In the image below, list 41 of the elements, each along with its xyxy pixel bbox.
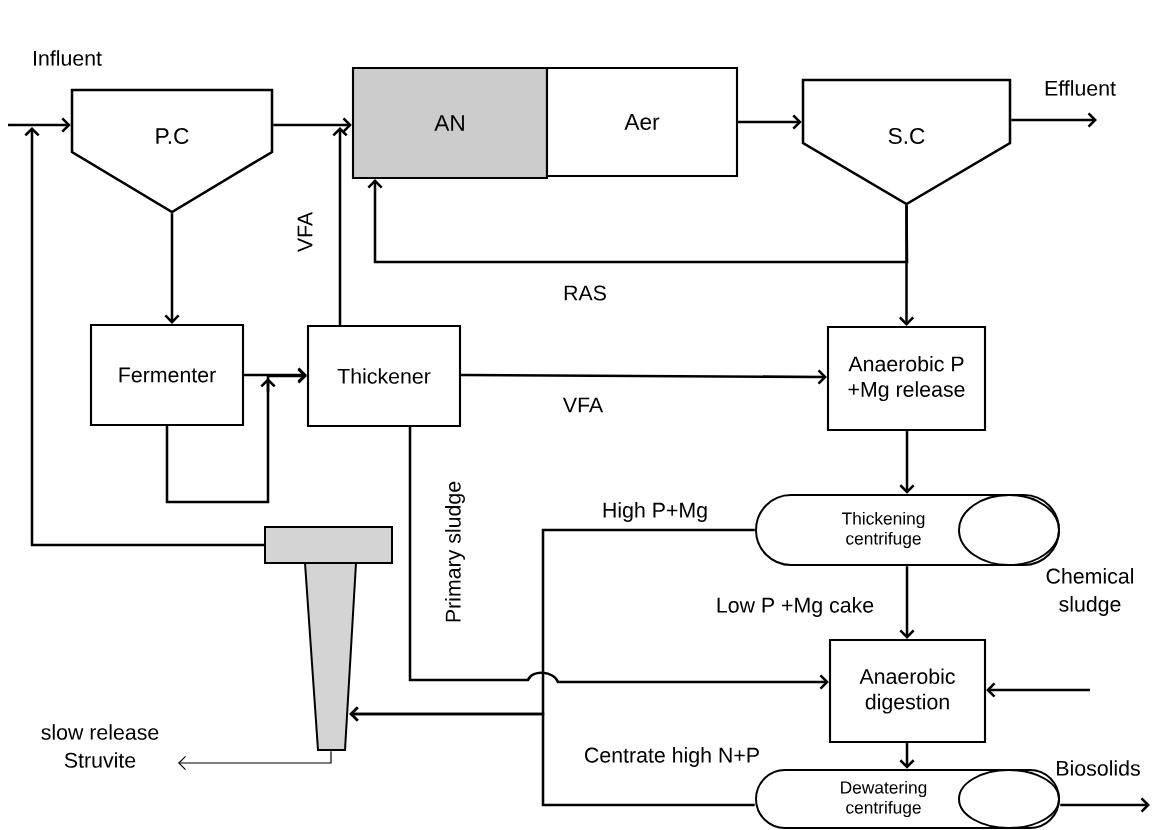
arrow [408,427,829,690]
process-box: Aer [545,66,739,178]
arrow [1060,797,1150,813]
arrow [24,127,264,547]
flow-label: VFA [562,397,604,413]
process-box: Thickener [306,324,462,428]
centrifuge-drawing: Thickening centrifuge [755,494,1060,566]
clarifier-tank: P.C [70,88,274,214]
flow-label: RAS [564,285,606,301]
flow-label: Biosolids [1057,760,1140,776]
arrow [899,566,915,639]
clarifier-tank: S.C [801,78,1012,206]
flow-label: Influent [34,50,102,66]
reactor-box [264,526,393,564]
process-box: Anaerobic P +Mg release [826,325,987,432]
arrow [899,743,915,769]
flow-label: Centrate high N+P [585,747,759,767]
flow-label: Primary sludge [445,481,465,622]
arrow [738,114,802,130]
arrow [332,127,348,325]
flow-label: Chemical sludge [1046,568,1133,616]
arrow [899,431,915,494]
arrow [986,682,1090,698]
arrow [273,117,352,133]
reactor-tank: AN [351,66,549,180]
arrow [244,367,307,383]
process-box: Fermenter [89,323,245,427]
flow-label: VFA [297,211,313,253]
flow-label: Effluent [1045,80,1116,96]
process-box: Anaerobic digestion [828,638,987,744]
flow-label: High P+Mg [603,502,707,522]
flow-label: slow release Struvite [41,724,159,768]
arrow [349,706,755,807]
arrow [178,750,332,771]
arrow [461,369,827,385]
arrow [164,213,180,324]
arrow [8,117,71,133]
arrow [165,368,307,504]
arrow [898,205,915,326]
flow-label: Low P +Mg cake [717,597,874,617]
arrow [1011,112,1097,128]
